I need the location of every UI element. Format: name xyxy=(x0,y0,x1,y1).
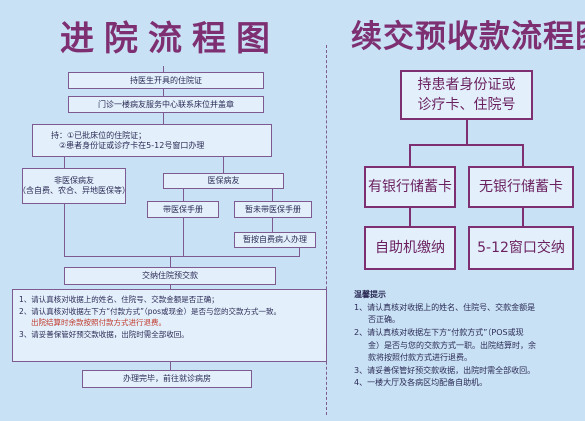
left-note-1: 1、请认真核对收据上的姓名、住院号、交款金额是否正确； xyxy=(19,295,219,304)
connector xyxy=(409,144,411,166)
right-note-1b: 否正确。 xyxy=(368,315,400,325)
connector xyxy=(183,189,184,201)
connector xyxy=(223,157,224,173)
left-note-2: 2、请认真核对收据左下方“付款方式”（pos或现金）是否与您的交款方式一致。 xyxy=(19,306,282,316)
connector xyxy=(522,144,524,166)
left-flow-title: 进院流程图 xyxy=(60,19,280,59)
connector xyxy=(163,66,164,72)
step-window-line1: 持：①已批床位的住院证； xyxy=(51,130,147,140)
right-flow-title: 续交预收款流程图 xyxy=(351,19,585,55)
right-note-2c: 款将按照付款方式进行退费。 xyxy=(368,353,472,363)
step-window-5-12: 持：①已批床位的住院证； ②患者身份证或诊疗卡在5-12号窗口办理 xyxy=(32,124,272,157)
step-contact-bed: 门诊一楼病友服务中心联系床位并盖章 xyxy=(68,96,264,113)
right-note-4: 4、一楼大厅及各病区均配备自助机。 xyxy=(354,378,488,388)
connector xyxy=(409,208,411,226)
left-note-3: 3、请妥善保管好预交款收据，出院时需全部收回。 xyxy=(19,329,189,339)
connector xyxy=(272,189,273,201)
left-note-2b: 出院结算时余款按照付款方式进行退费。 xyxy=(31,318,166,328)
right-note-1: 1、请认真核对收据上的姓名、住院号、交款金额是 xyxy=(354,302,536,312)
right-note-2: 2、请认真核对收据左下方“付款方式”（POS或现 xyxy=(354,327,524,337)
self-service-machine: 自助机缴纳 xyxy=(364,226,456,270)
right-note-3: 3、请妥善保管好预交款收据，出院时需全部收回。 xyxy=(354,365,536,375)
non-insured-line1: 非医保病友 xyxy=(54,176,94,185)
connector xyxy=(522,208,524,226)
bring-id-line1: 持患者身份证或 xyxy=(417,76,516,93)
section-divider xyxy=(326,45,327,415)
connector xyxy=(170,362,171,370)
has-bank-card: 有银行储蓄卡 xyxy=(364,166,456,208)
with-insurance-card: 带医保手册 xyxy=(147,201,219,218)
connector xyxy=(466,120,468,144)
step-doctor-admission-slip: 持医生开具的住院证 xyxy=(68,72,264,89)
step-window-line2: ②患者身份证或诊疗卡在5-12号窗口办理 xyxy=(59,140,205,150)
step-bring-id: 持患者身份证或 诊疗卡、住院号 xyxy=(400,70,533,120)
connector xyxy=(64,157,65,168)
non-insured-line2: （含自费、农合、异地医保等） xyxy=(18,186,130,195)
non-insured-patient: 非医保病友 （含自费、农合、异地医保等） xyxy=(18,168,130,204)
insured-patient: 医保病友 xyxy=(163,173,284,189)
right-notes: 温馨提示 1、请认真核对收据上的姓名、住院号、交款金额是 否正确。 2、请认真核… xyxy=(354,289,580,399)
step-pay-deposit: 交纳住院预交款 xyxy=(64,267,276,285)
no-bank-card: 无银行储蓄卡 xyxy=(468,166,574,208)
connector xyxy=(64,256,300,257)
bring-id-line2: 诊疗卡、住院号 xyxy=(417,97,516,113)
connector xyxy=(170,256,171,267)
connector xyxy=(409,144,524,146)
step-done: 办理完毕，前往就诊病房 xyxy=(82,370,252,388)
connector xyxy=(170,285,171,289)
window-5-12: 5-12窗口交纳 xyxy=(468,226,574,270)
connector xyxy=(64,204,65,256)
self-pay-handling: 暂按自费病人办理 xyxy=(234,232,316,248)
connector xyxy=(163,113,164,124)
connector xyxy=(299,248,300,256)
notes-heading: 温馨提示 xyxy=(354,290,386,299)
connector xyxy=(163,89,164,96)
right-note-2b: 金）是否与您的交款方式一职。出院结算时，余 xyxy=(368,340,536,350)
without-insurance-card: 暂未带医保手册 xyxy=(234,201,312,218)
connector xyxy=(183,218,184,256)
connector xyxy=(272,218,273,232)
left-notes: 1、请认真核对收据上的姓名、住院号、交款金额是否正确； 2、请认真核对收据左下方… xyxy=(12,289,327,362)
